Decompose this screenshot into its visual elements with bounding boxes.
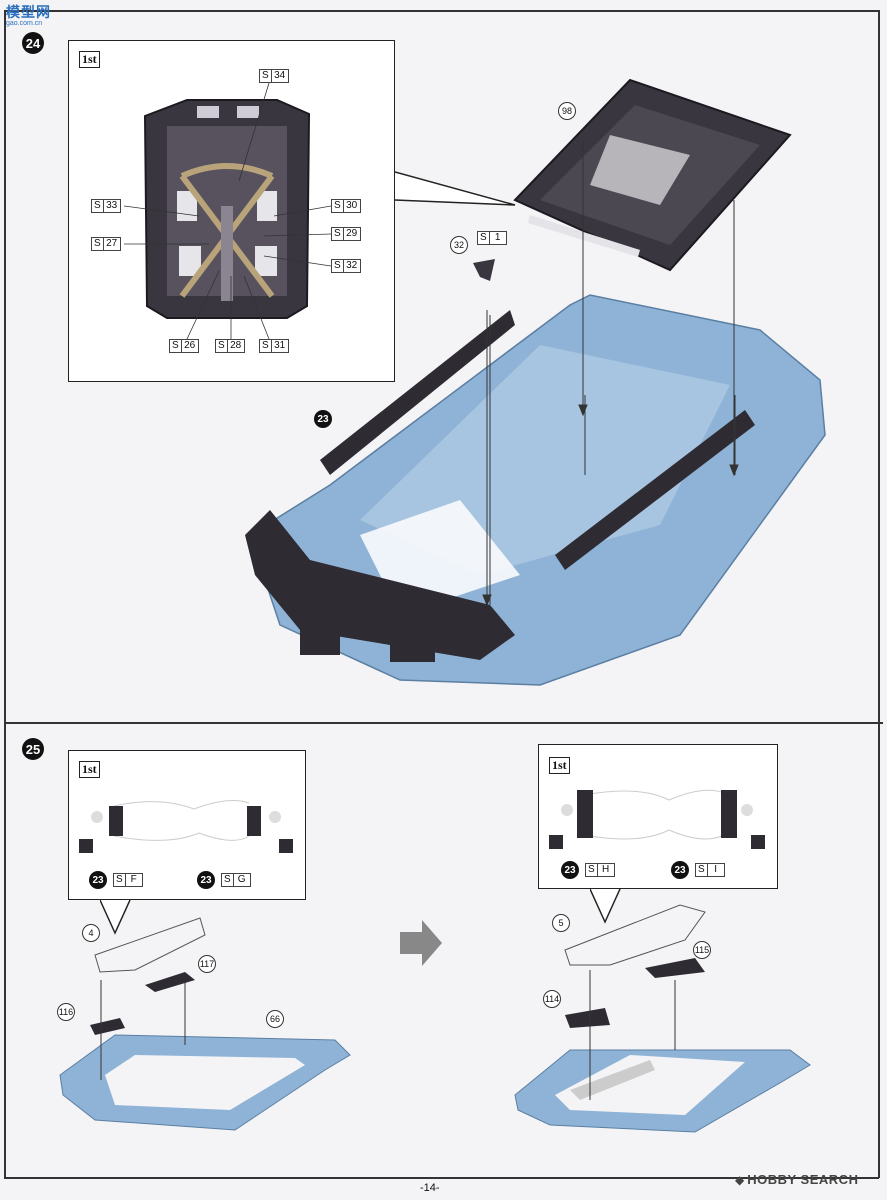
right-arrow-icon	[400, 920, 442, 966]
part-116-label: 116	[57, 1003, 75, 1021]
part-32-label: 32	[450, 236, 468, 254]
decal-ref-23-h: 23	[561, 861, 579, 879]
right-callout-pointer	[590, 888, 621, 924]
assembly-arrows-24	[482, 140, 739, 607]
car-body-drawing	[245, 294, 826, 686]
part-66-label: 66	[266, 1010, 284, 1028]
part-114-label: 114	[543, 990, 561, 1008]
leader-lines	[123, 82, 332, 340]
right-assembly-drawing	[514, 904, 811, 1133]
step-divider	[4, 722, 883, 724]
step-25-number: 25	[22, 738, 44, 760]
seat-back-drawing	[143, 99, 311, 319]
first-label-left: 1st	[79, 761, 100, 778]
part-117-label: 117	[198, 955, 216, 973]
first-label: 1st	[79, 51, 100, 68]
part-32-drawing	[473, 259, 495, 281]
part-115-label: 115	[693, 941, 711, 959]
page-number: -14-	[420, 1182, 440, 1194]
site-mark: ◆ HOBBY SEARCH	[735, 1172, 858, 1187]
left-callout-pointer	[100, 899, 131, 935]
step-24-number: 24	[22, 32, 44, 54]
decal-ref-23-g: 23	[197, 871, 215, 889]
right-decal-drawing	[549, 789, 765, 849]
watermark-logo: 模型网 gao.com.cn	[6, 2, 51, 27]
site-mark-text: HOBBY SEARCH	[747, 1172, 859, 1187]
page-frame-left	[4, 10, 6, 1178]
site-logo-icon: ◆	[735, 1172, 745, 1187]
seat-shell-drawing	[513, 78, 792, 272]
part-4-label: 4	[82, 924, 100, 942]
decal-ref-23-f: 23	[89, 871, 107, 889]
decal-ref-23-i: 23	[671, 861, 689, 879]
callout-pointer	[395, 171, 516, 206]
watermark-sub: gao.com.cn	[6, 20, 43, 27]
part-98-label: 98	[558, 102, 576, 120]
page-frame-right	[878, 10, 880, 1178]
page-frame-top	[4, 10, 879, 12]
decal-ref-23: 23	[314, 410, 332, 428]
left-decal-drawing	[79, 800, 293, 853]
first-label-right: 1st	[549, 757, 570, 774]
page-frame-bottom	[4, 1177, 879, 1179]
part-5-label: 5	[552, 914, 570, 932]
watermark-title: 模型网	[6, 4, 51, 20]
left-assembly-drawing	[59, 917, 351, 1131]
